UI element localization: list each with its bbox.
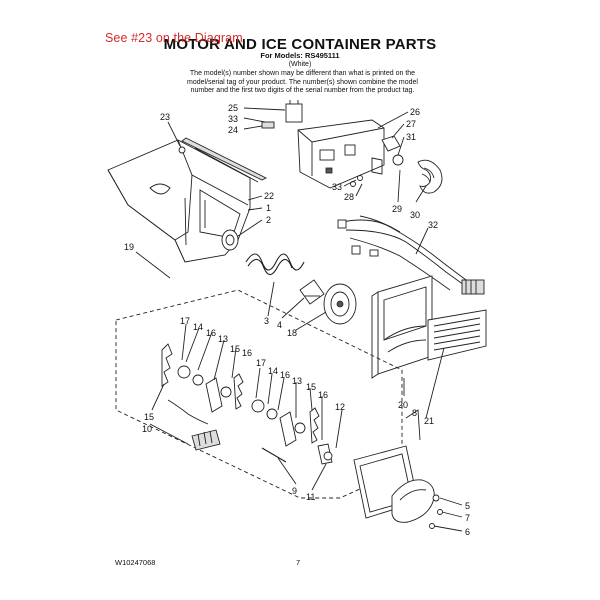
document-number: W10247068 (115, 558, 156, 567)
callout-29: 29 (392, 204, 402, 214)
callout-3: 3 (264, 316, 269, 326)
callout-16b: 16 (242, 348, 252, 358)
callout-10: 10 (142, 424, 152, 434)
callout-33b: 33 (332, 182, 342, 192)
callout-13b: 13 (292, 376, 302, 386)
callout-7: 7 (465, 513, 470, 523)
page-title: MOTOR AND ICE CONTAINER PARTS (163, 36, 437, 53)
callout-5: 5 (465, 501, 470, 511)
callout-8: 8 (412, 408, 417, 418)
callout-11: 11 (306, 492, 315, 502)
callout-25: 25 (228, 103, 238, 113)
screw-23-drawing (178, 146, 186, 154)
callout-19: 19 (124, 242, 134, 252)
callout-13a: 13 (218, 334, 228, 344)
callout-14a: 14 (193, 322, 203, 332)
callout-18: 18 (287, 328, 297, 338)
callout-33: 33 (228, 114, 238, 124)
callout-1: 1 (266, 203, 271, 213)
callout-24: 24 (228, 125, 238, 135)
model-note: The model(s) number shown may be differe… (187, 70, 418, 95)
callout-22: 22 (264, 191, 274, 201)
wire-harness-drawing (337, 215, 485, 295)
callout-16c: 16 (280, 370, 290, 380)
side-panel-drawing (427, 309, 487, 361)
callout-15a: 15 (230, 344, 240, 354)
callout-labels: 23 25 33 24 26 27 31 22 1 2 33 28 29 30 … (124, 103, 470, 537)
callout-32: 32 (428, 220, 438, 230)
drive-gear-drawing (299, 279, 357, 325)
callout-27: 27 (406, 119, 416, 129)
page-number: 7 (296, 558, 301, 567)
callout-30: 30 (410, 210, 420, 220)
callout-28: 28 (344, 192, 354, 202)
coil-drawing (417, 159, 443, 194)
crusher-blades-left (161, 343, 244, 425)
callout-17a: 17 (180, 316, 190, 326)
callout-20: 20 (398, 400, 408, 410)
overlay-caption: See #23 on the Diagram (105, 31, 243, 45)
callout-21: 21 (424, 416, 434, 426)
callout-4: 4 (277, 320, 282, 330)
callout-12: 12 (335, 402, 345, 412)
shutter-block-drawing (191, 429, 221, 451)
callout-6: 6 (465, 527, 470, 537)
switch-drawing (261, 100, 303, 129)
models-subtitle: For Models: RS495111 (260, 51, 340, 60)
callout-17b: 17 (256, 358, 266, 368)
leader-lines (135, 107, 463, 532)
front-panel-drawing (371, 275, 433, 379)
rail-drawing (181, 137, 268, 183)
motor-housing-drawing (297, 119, 385, 189)
callout-23: 23 (160, 112, 170, 122)
crusher-blades-right (251, 399, 333, 465)
callout-16d: 16 (318, 390, 328, 400)
auger-drawing (221, 229, 305, 276)
callout-14b: 14 (268, 366, 278, 376)
callout-2: 2 (266, 215, 271, 225)
callout-15b: 15 (306, 382, 316, 392)
callout-9: 9 (292, 486, 297, 496)
callout-15c: 15 (144, 412, 154, 422)
callout-16a: 16 (206, 328, 216, 338)
callout-26: 26 (410, 107, 420, 117)
shaft-drawing (261, 447, 287, 463)
motor-bracket-drawing (350, 135, 404, 187)
motor-mount-drawing (353, 445, 443, 529)
color-variant: (White) (288, 61, 312, 68)
callout-31: 31 (406, 132, 416, 142)
